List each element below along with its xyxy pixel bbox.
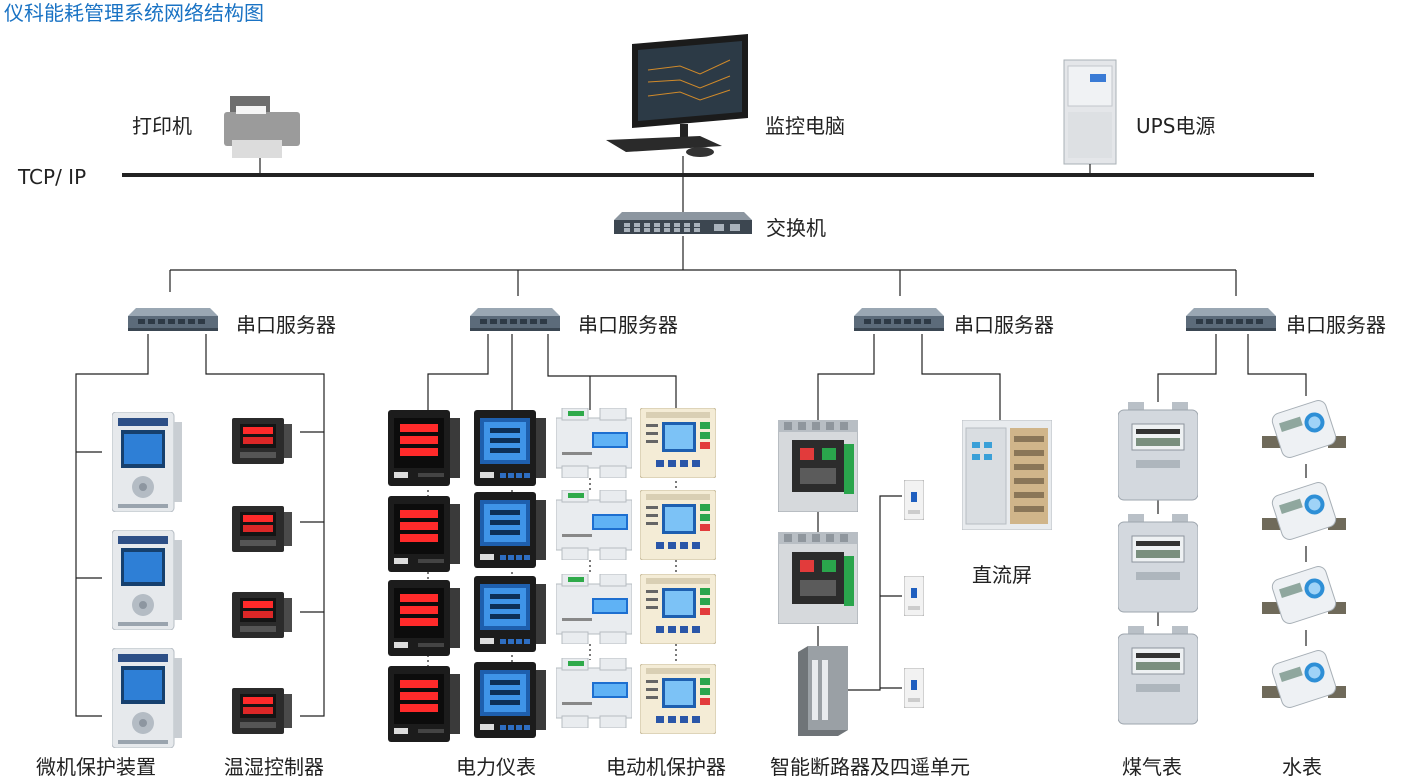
remote-terminal-unit-icon <box>798 646 848 736</box>
serial-server-1-icon <box>128 308 218 331</box>
label-power-meter: 电力仪表 <box>456 755 536 779</box>
microprocessor-protection-device-icon <box>112 648 182 748</box>
gas-meter-icon <box>1118 514 1198 613</box>
printer-icon <box>224 96 300 158</box>
temp-humidity-controller-icon <box>232 688 292 734</box>
serial-server-1-label: 串口服务器 <box>236 313 336 337</box>
air-circuit-breaker-icon <box>778 420 858 512</box>
din-rail-meter-icon <box>556 574 632 644</box>
switch-icon <box>614 212 752 234</box>
water-meter-icon <box>1262 647 1346 711</box>
serial-server-2-label: 串口服务器 <box>578 313 678 337</box>
miniature-breaker-icon <box>904 668 924 708</box>
digital-power-meter-icon <box>388 410 460 486</box>
ups-label: UPS电源 <box>1136 114 1215 138</box>
digital-power-meter-icon <box>388 666 460 742</box>
printer-label: 打印机 <box>132 114 192 138</box>
lcd-power-meter-icon <box>474 576 546 652</box>
diagram-title: 仪科能耗管理系统网络结构图 <box>4 1 264 25</box>
label-smart-breaker-rtu: 智能断路器及四遥单元 <box>770 755 970 779</box>
gas-meter-icon <box>1118 626 1198 725</box>
group4-wiring <box>1157 334 1307 646</box>
miniature-breaker-icon <box>904 480 924 520</box>
label-microprocessor-protection: 微机保护装置 <box>36 755 156 779</box>
lcd-power-meter-icon <box>474 410 546 486</box>
lcd-power-meter-icon <box>474 662 546 738</box>
label-temp-humidity-controller: 温湿控制器 <box>224 755 324 779</box>
label-water-meter: 水表 <box>1282 755 1322 779</box>
microprocessor-protection-device-icon <box>112 412 182 512</box>
group1-wiring <box>75 334 325 717</box>
miniature-breaker-icon <box>904 576 924 616</box>
digital-power-meter-icon <box>388 496 460 572</box>
temp-humidity-controller-icon <box>232 592 292 638</box>
serial-server-3-icon <box>854 308 944 331</box>
water-meter-icon <box>1262 563 1346 627</box>
motor-protector-icon <box>640 408 716 478</box>
tcp-ip-label: TCP/ IP <box>17 165 86 189</box>
temp-humidity-controller-icon <box>232 418 292 464</box>
air-circuit-breaker-icon <box>778 532 858 624</box>
serial-server-3-label: 串口服务器 <box>954 313 1054 337</box>
group2-wiring <box>427 334 677 410</box>
motor-protector-icon <box>640 664 716 734</box>
group2-daisy-chain <box>427 476 677 666</box>
top-drops <box>259 156 1091 175</box>
motor-protector-icon <box>640 574 716 644</box>
dc-panel-icon <box>962 420 1052 530</box>
switch-label: 交换机 <box>766 216 826 240</box>
din-rail-meter-icon <box>556 408 632 478</box>
label-gas-meter: 煤气表 <box>1122 755 1182 779</box>
group3-wiring <box>817 334 1001 691</box>
serial-server-2-icon <box>470 308 560 331</box>
din-rail-meter-icon <box>556 658 632 728</box>
label-motor-protector: 电动机保护器 <box>606 755 726 779</box>
motor-protector-icon <box>640 490 716 560</box>
serial-server-4-label: 串口服务器 <box>1286 313 1386 337</box>
gas-meter-icon <box>1118 402 1198 501</box>
water-meter-icon <box>1262 397 1346 461</box>
monitor-pc-icon <box>606 34 748 157</box>
water-meter-icon <box>1262 479 1346 543</box>
lcd-power-meter-icon <box>474 492 546 568</box>
temp-humidity-controller-icon <box>232 506 292 552</box>
din-rail-meter-icon <box>556 490 632 560</box>
microprocessor-protection-device-icon <box>112 530 182 630</box>
digital-power-meter-icon <box>388 580 460 656</box>
switch-distribution-lines <box>169 236 1237 296</box>
monitor-pc-label: 监控电脑 <box>765 114 845 138</box>
serial-server-4-icon <box>1186 308 1276 331</box>
label-dc-panel: 直流屏 <box>972 563 1032 587</box>
ups-icon <box>1063 59 1117 165</box>
